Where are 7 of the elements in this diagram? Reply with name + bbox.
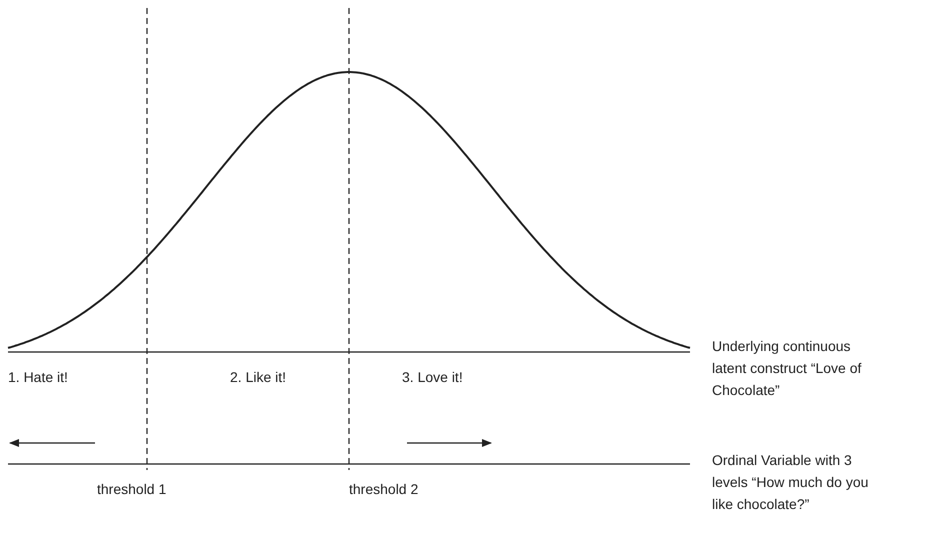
label-text: threshold 2 <box>349 480 418 499</box>
label-text: 2. Like it! <box>230 368 286 387</box>
label-text: 3. Love it! <box>402 368 463 387</box>
label-text: threshold 1 <box>97 480 166 499</box>
label-text: Underlying continuous latent construct “Love of Chocolate” <box>712 337 862 400</box>
label-text: 1. Hate it! <box>8 368 68 387</box>
label-text: Ordinal Variable with 3 levels “How much do you like chocolate?” <box>712 451 870 514</box>
